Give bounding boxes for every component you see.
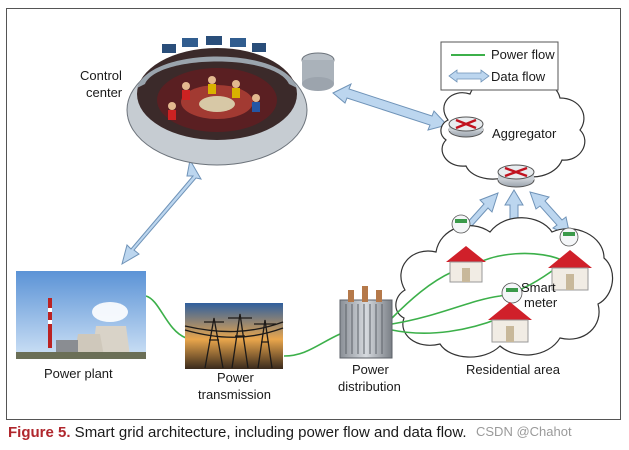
aggregator-label: Aggregator (492, 126, 557, 141)
control-center-label-line2: center (86, 85, 123, 100)
power-line-distribution-house1 (391, 271, 453, 319)
watermark: CSDN @Chahot (476, 424, 572, 439)
power-transmission-image (184, 303, 284, 369)
power-plant-image (16, 271, 146, 359)
house-icon-bottom (488, 302, 532, 343)
control-center-room (126, 36, 335, 166)
smart-meter-label-line1: Smart (521, 280, 556, 295)
control-center-label-line1: Control (80, 68, 122, 83)
houses (446, 246, 592, 343)
power-transmission-label-line2: transmission (198, 387, 271, 402)
smart-meter-icon-left (451, 214, 471, 234)
figure-number: Figure 5. (8, 424, 71, 441)
house-icon-right (548, 250, 592, 291)
figure-caption: Figure 5. Smart grid architecture, inclu… (8, 424, 467, 441)
smart-meters (451, 214, 579, 304)
smart-meter-label-line2: meter (524, 295, 558, 310)
legend-power-flow-label: Power flow (491, 47, 555, 62)
transformer-image (339, 286, 393, 359)
power-distribution-label-line2: distribution (338, 379, 401, 394)
aggregator-router-icon (448, 116, 484, 138)
data-arrow-control-aggregator (332, 82, 448, 131)
power-line-transmission-distribution (283, 333, 341, 357)
power-transmission-label-line1: Power (217, 370, 255, 385)
house-icon-left (446, 246, 486, 283)
power-line-plant-transmission (145, 295, 187, 339)
caption-text: Smart grid architecture, including power… (70, 424, 467, 441)
power-distribution-label-line1: Power (352, 362, 390, 377)
residential-area-label: Residential area (466, 362, 561, 377)
power-line-distribution-house2 (391, 267, 557, 325)
smart-meter-icon-mid (501, 282, 523, 304)
legend: Power flow Data flow (440, 41, 559, 91)
power-line-distribution-house3 (391, 317, 501, 335)
legend-data-flow-swatch (448, 69, 490, 83)
neighborhood-router-icon (497, 164, 535, 188)
data-arrow-control-plant (121, 158, 202, 266)
legend-data-flow-label: Data flow (491, 69, 546, 84)
smart-meter-icon-right (559, 227, 579, 247)
power-plant-label: Power plant (44, 366, 113, 381)
